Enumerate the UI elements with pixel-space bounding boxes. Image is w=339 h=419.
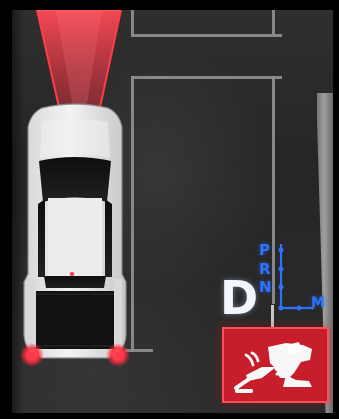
gear-to-pedal-connector (271, 305, 274, 327)
parking-line-top-right-vertical (272, 10, 275, 36)
foot-pedal-icon (228, 333, 327, 401)
gear-indicator: D P R N M (220, 240, 330, 332)
parking-space-top-line (131, 76, 282, 79)
gear-p-label: P (259, 243, 270, 258)
gear-r-label: R (259, 262, 271, 277)
parking-space-left-line (131, 76, 134, 352)
brake-warning-box (222, 327, 329, 403)
gear-selector-lines-icon (270, 244, 328, 324)
parking-line-top-horizontal (131, 34, 282, 37)
parking-line-top-left-vertical (131, 10, 134, 36)
vehicle-top-view (24, 104, 126, 364)
current-gear-d: D (220, 275, 258, 321)
